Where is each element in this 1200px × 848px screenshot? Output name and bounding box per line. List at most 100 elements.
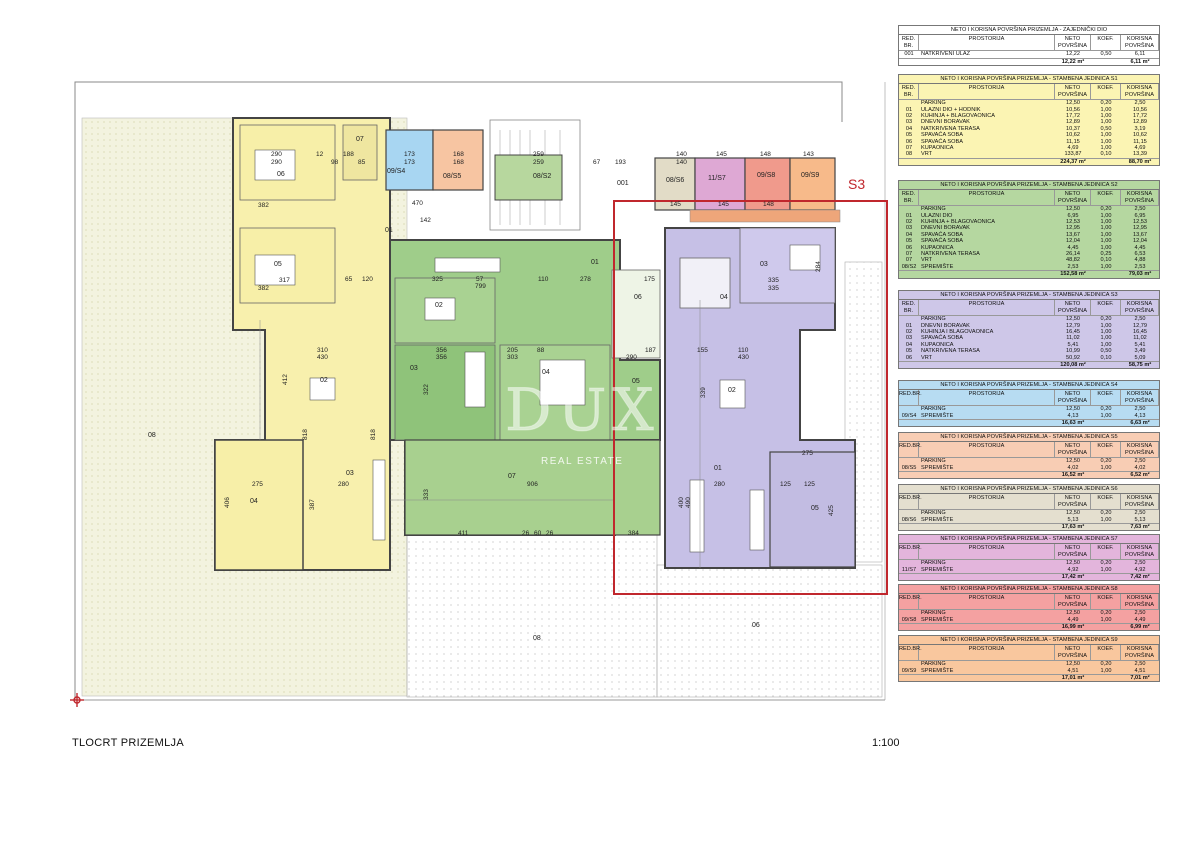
dim-label: 382 <box>258 202 269 209</box>
dim-label: 818 <box>370 429 377 440</box>
table-title: NETO I KORISNA POVRŠINA PRIZEMLJA - ZAJE… <box>899 26 1159 36</box>
dim-label: 430 <box>317 354 328 361</box>
table-cell: PARKING <box>921 560 946 567</box>
column-header: RED.BR. <box>899 494 922 510</box>
table-cell: 4,69 <box>1067 145 1079 152</box>
total-cell: 17,63 m² <box>1061 524 1085 531</box>
dim-label: 382 <box>258 285 269 292</box>
table-cell: 13,67 <box>1066 231 1080 238</box>
table-cell: 1,00 <box>1100 138 1112 145</box>
table-cell: 12,04 <box>1066 238 1080 245</box>
table-cell: KUPAONICA <box>921 145 954 152</box>
table-cell: 08 <box>905 151 913 158</box>
table-cell: SPREMIŠTE <box>921 667 954 674</box>
table-cell: 12,50 <box>1066 316 1080 323</box>
table-cell: 4,69 <box>1134 145 1146 152</box>
room-label: 01 <box>591 259 599 266</box>
column-header: PROSTORIJA <box>919 84 1055 100</box>
dim-label: 193 <box>615 159 626 166</box>
table-cell: 5,41 <box>1067 341 1079 348</box>
table-cell: 09/S9 <box>901 667 917 674</box>
table-title: NETO I KORISNA POVRŠINA PRIZEMLJA - STAM… <box>899 75 1159 85</box>
total-cell: 224,37 m² <box>1060 158 1086 165</box>
room-label: 05 <box>274 261 282 268</box>
dim-label: 310 <box>317 347 328 354</box>
column-header: RED.BR. <box>899 442 922 458</box>
area-table: NETO I KORISNA POVRŠINA PRIZEMLJA - STAM… <box>898 432 1160 480</box>
total-cell <box>1091 524 1121 530</box>
total-cell <box>919 159 1055 165</box>
table-cell: 1,00 <box>1100 616 1112 623</box>
dim-label: 57 <box>476 276 484 283</box>
dim-label: 259 <box>533 151 544 158</box>
column-header: RED. BR. <box>899 35 919 51</box>
column-header: KOEF. <box>1091 84 1121 100</box>
total-cell <box>899 271 919 277</box>
table-cell: 12,79 <box>1066 322 1080 329</box>
total-cell: 6,99 m² <box>1130 624 1150 631</box>
table-cell: 12,50 <box>1066 458 1080 465</box>
table-cell: 4,02 <box>1134 464 1146 471</box>
room-label: 04 <box>720 294 728 301</box>
total-cell: 120,08 m² <box>1060 362 1086 369</box>
table-cell: 6,95 <box>1134 212 1146 219</box>
table-cell: 13,67 <box>1133 231 1147 238</box>
column-header: NETO POVRŠINA <box>1055 544 1091 560</box>
column-header: NETO POVRŠINA <box>1055 594 1091 610</box>
dim-label: 205 <box>507 347 518 354</box>
table-cell: 08/S5 <box>901 464 917 471</box>
room-label: 03 <box>760 261 768 268</box>
table-cell: SPAVAĆA SOBA <box>921 238 963 245</box>
total-cell <box>1091 59 1121 65</box>
table-cell: PARKING <box>921 100 946 107</box>
total-cell: 16,99 m² <box>1061 624 1085 631</box>
column-header: PROSTORIJA <box>919 645 1055 661</box>
dim-label: 125 <box>780 481 791 488</box>
table-cell: 1,00 <box>1100 145 1112 152</box>
total-cell <box>919 271 1055 277</box>
table-cell: 02 <box>905 219 913 226</box>
total-cell <box>899 362 919 368</box>
total-cell <box>899 574 919 580</box>
room-label: 08/S2 <box>533 173 551 180</box>
table-cell: 4,51 <box>1134 667 1146 674</box>
table-cell: 12,22 <box>1066 51 1080 58</box>
table-cell: 12,50 <box>1066 510 1080 517</box>
table-cell: 07 <box>905 145 913 152</box>
table-cell: DNEVNI BORAVAK <box>921 225 970 232</box>
table-cell: 05 <box>905 348 913 355</box>
table-cell: 1,00 <box>1100 231 1112 238</box>
dim-label: 490 <box>685 497 692 508</box>
room-label: 07 <box>508 473 516 480</box>
room-label: 08/S6 <box>666 177 684 184</box>
table-cell: NATKRIVENA TERASA <box>921 251 980 258</box>
column-header: RED. BR. <box>899 84 919 100</box>
table-title: NETO I KORISNA POVRŠINA PRIZEMLJA - STAM… <box>899 636 1159 646</box>
table-cell: 11,02 <box>1066 335 1080 342</box>
site-boundary <box>74 81 235 700</box>
total-cell: 6,63 m² <box>1130 420 1150 427</box>
total-cell <box>899 59 919 65</box>
total-cell <box>919 574 1055 580</box>
dim-label: 173 <box>404 159 415 166</box>
table-cell: SPREMIŠTE <box>921 616 954 623</box>
dim-label: 412 <box>282 374 289 385</box>
dim-label: 384 <box>628 530 639 537</box>
table-cell: 2,50 <box>1134 661 1146 668</box>
storage-s5 <box>432 129 484 191</box>
room-label: 04 <box>250 498 258 505</box>
column-header: KORISNA POVRŠINA <box>1121 300 1159 316</box>
dim-label: 140 <box>676 151 687 158</box>
column-header: PROSTORIJA <box>919 190 1055 206</box>
